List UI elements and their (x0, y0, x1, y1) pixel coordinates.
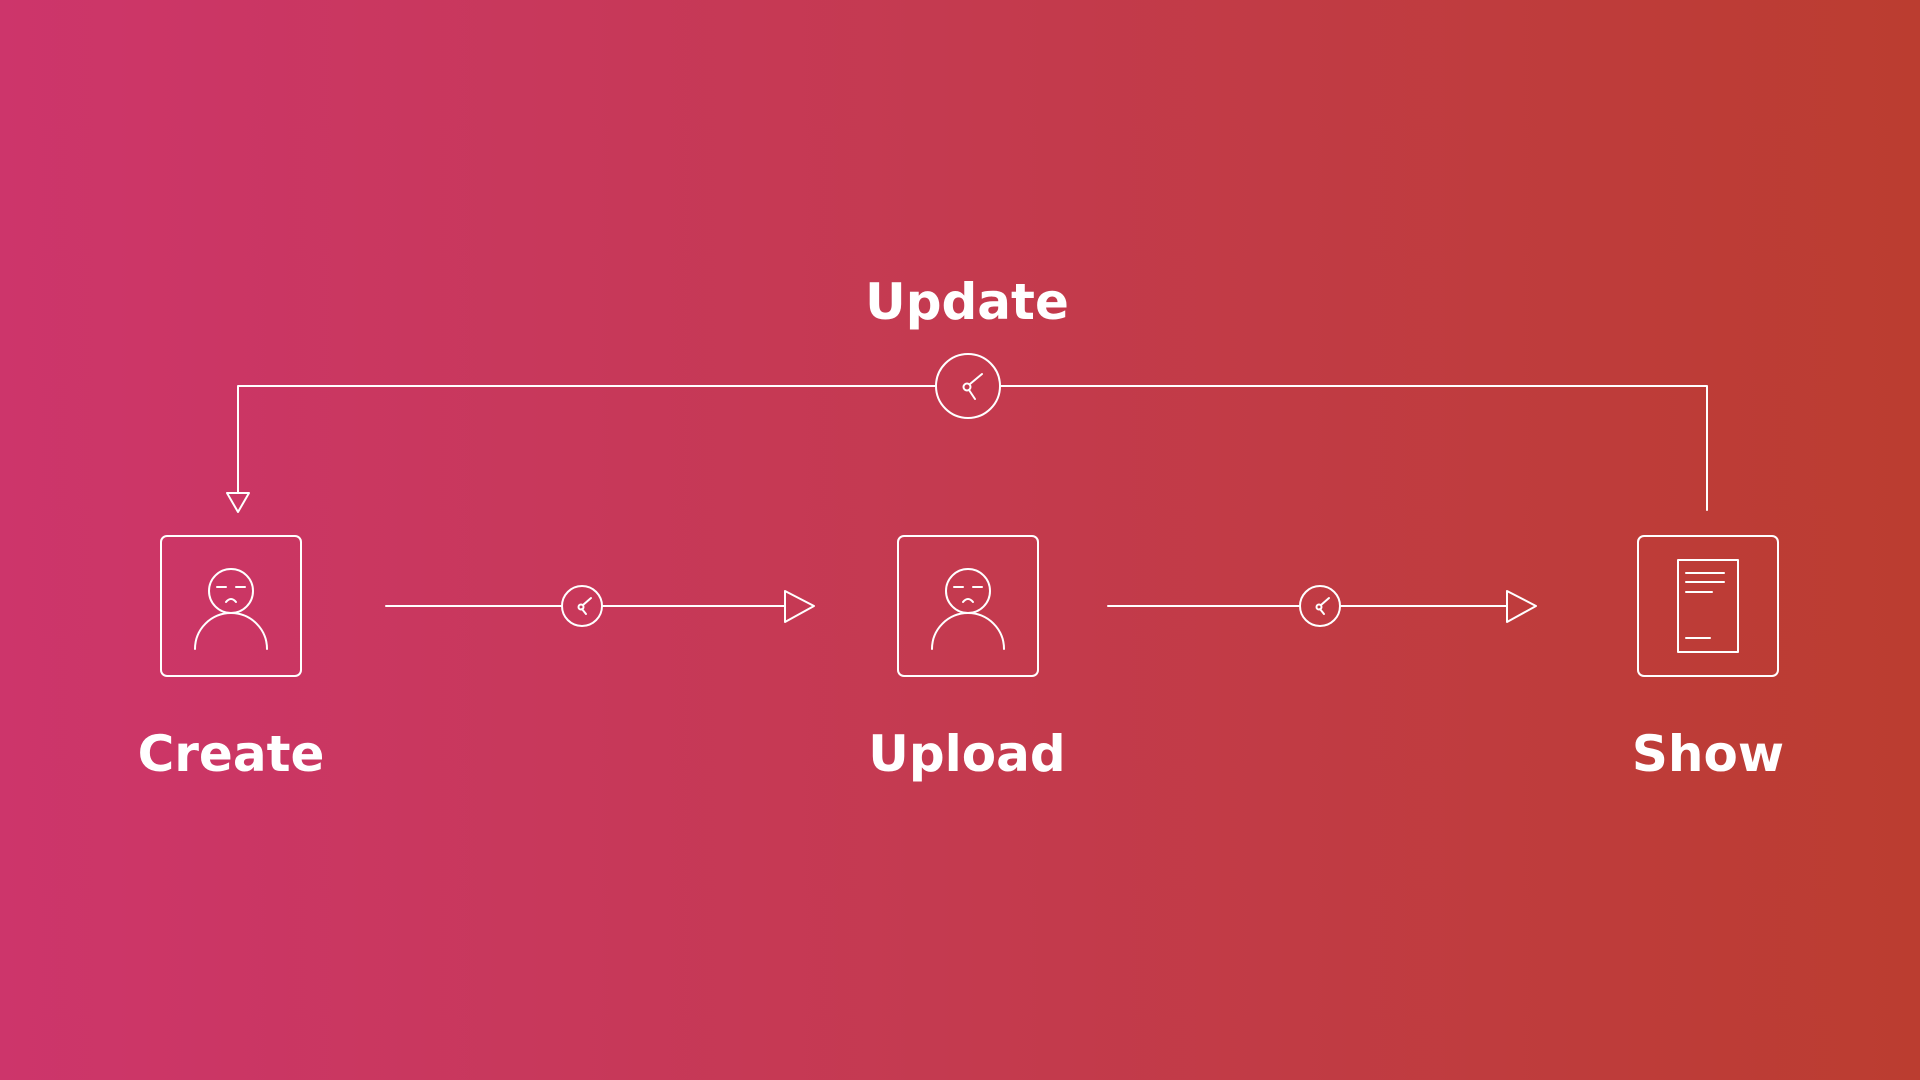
show-node-box (1637, 535, 1779, 677)
create-upload-connector (385, 585, 815, 627)
upload-label: Upload (868, 725, 1066, 783)
clock-icon (1299, 585, 1341, 627)
arrow-head-right-icon (784, 590, 815, 623)
update-loop-line (1000, 385, 1708, 511)
upload-node (897, 535, 1039, 677)
upload-show-connector (1107, 585, 1537, 627)
user-icon (931, 568, 1005, 650)
user-icon (194, 568, 268, 650)
upload-node-box (897, 535, 1039, 677)
update-clock-icon (935, 353, 1001, 419)
update-loop-line-left (237, 385, 936, 494)
show-node (1637, 535, 1779, 677)
create-label: Create (137, 725, 325, 783)
arrow-head-down-icon (226, 492, 250, 513)
show-label: Show (1631, 725, 1785, 783)
arrow-head-right-icon (1506, 590, 1537, 623)
document-icon (1677, 559, 1739, 653)
update-label: Update (865, 273, 1069, 331)
create-node-box (160, 535, 302, 677)
clock-icon (561, 585, 603, 627)
create-node (160, 535, 302, 677)
update-loop-connector (226, 353, 1708, 513)
